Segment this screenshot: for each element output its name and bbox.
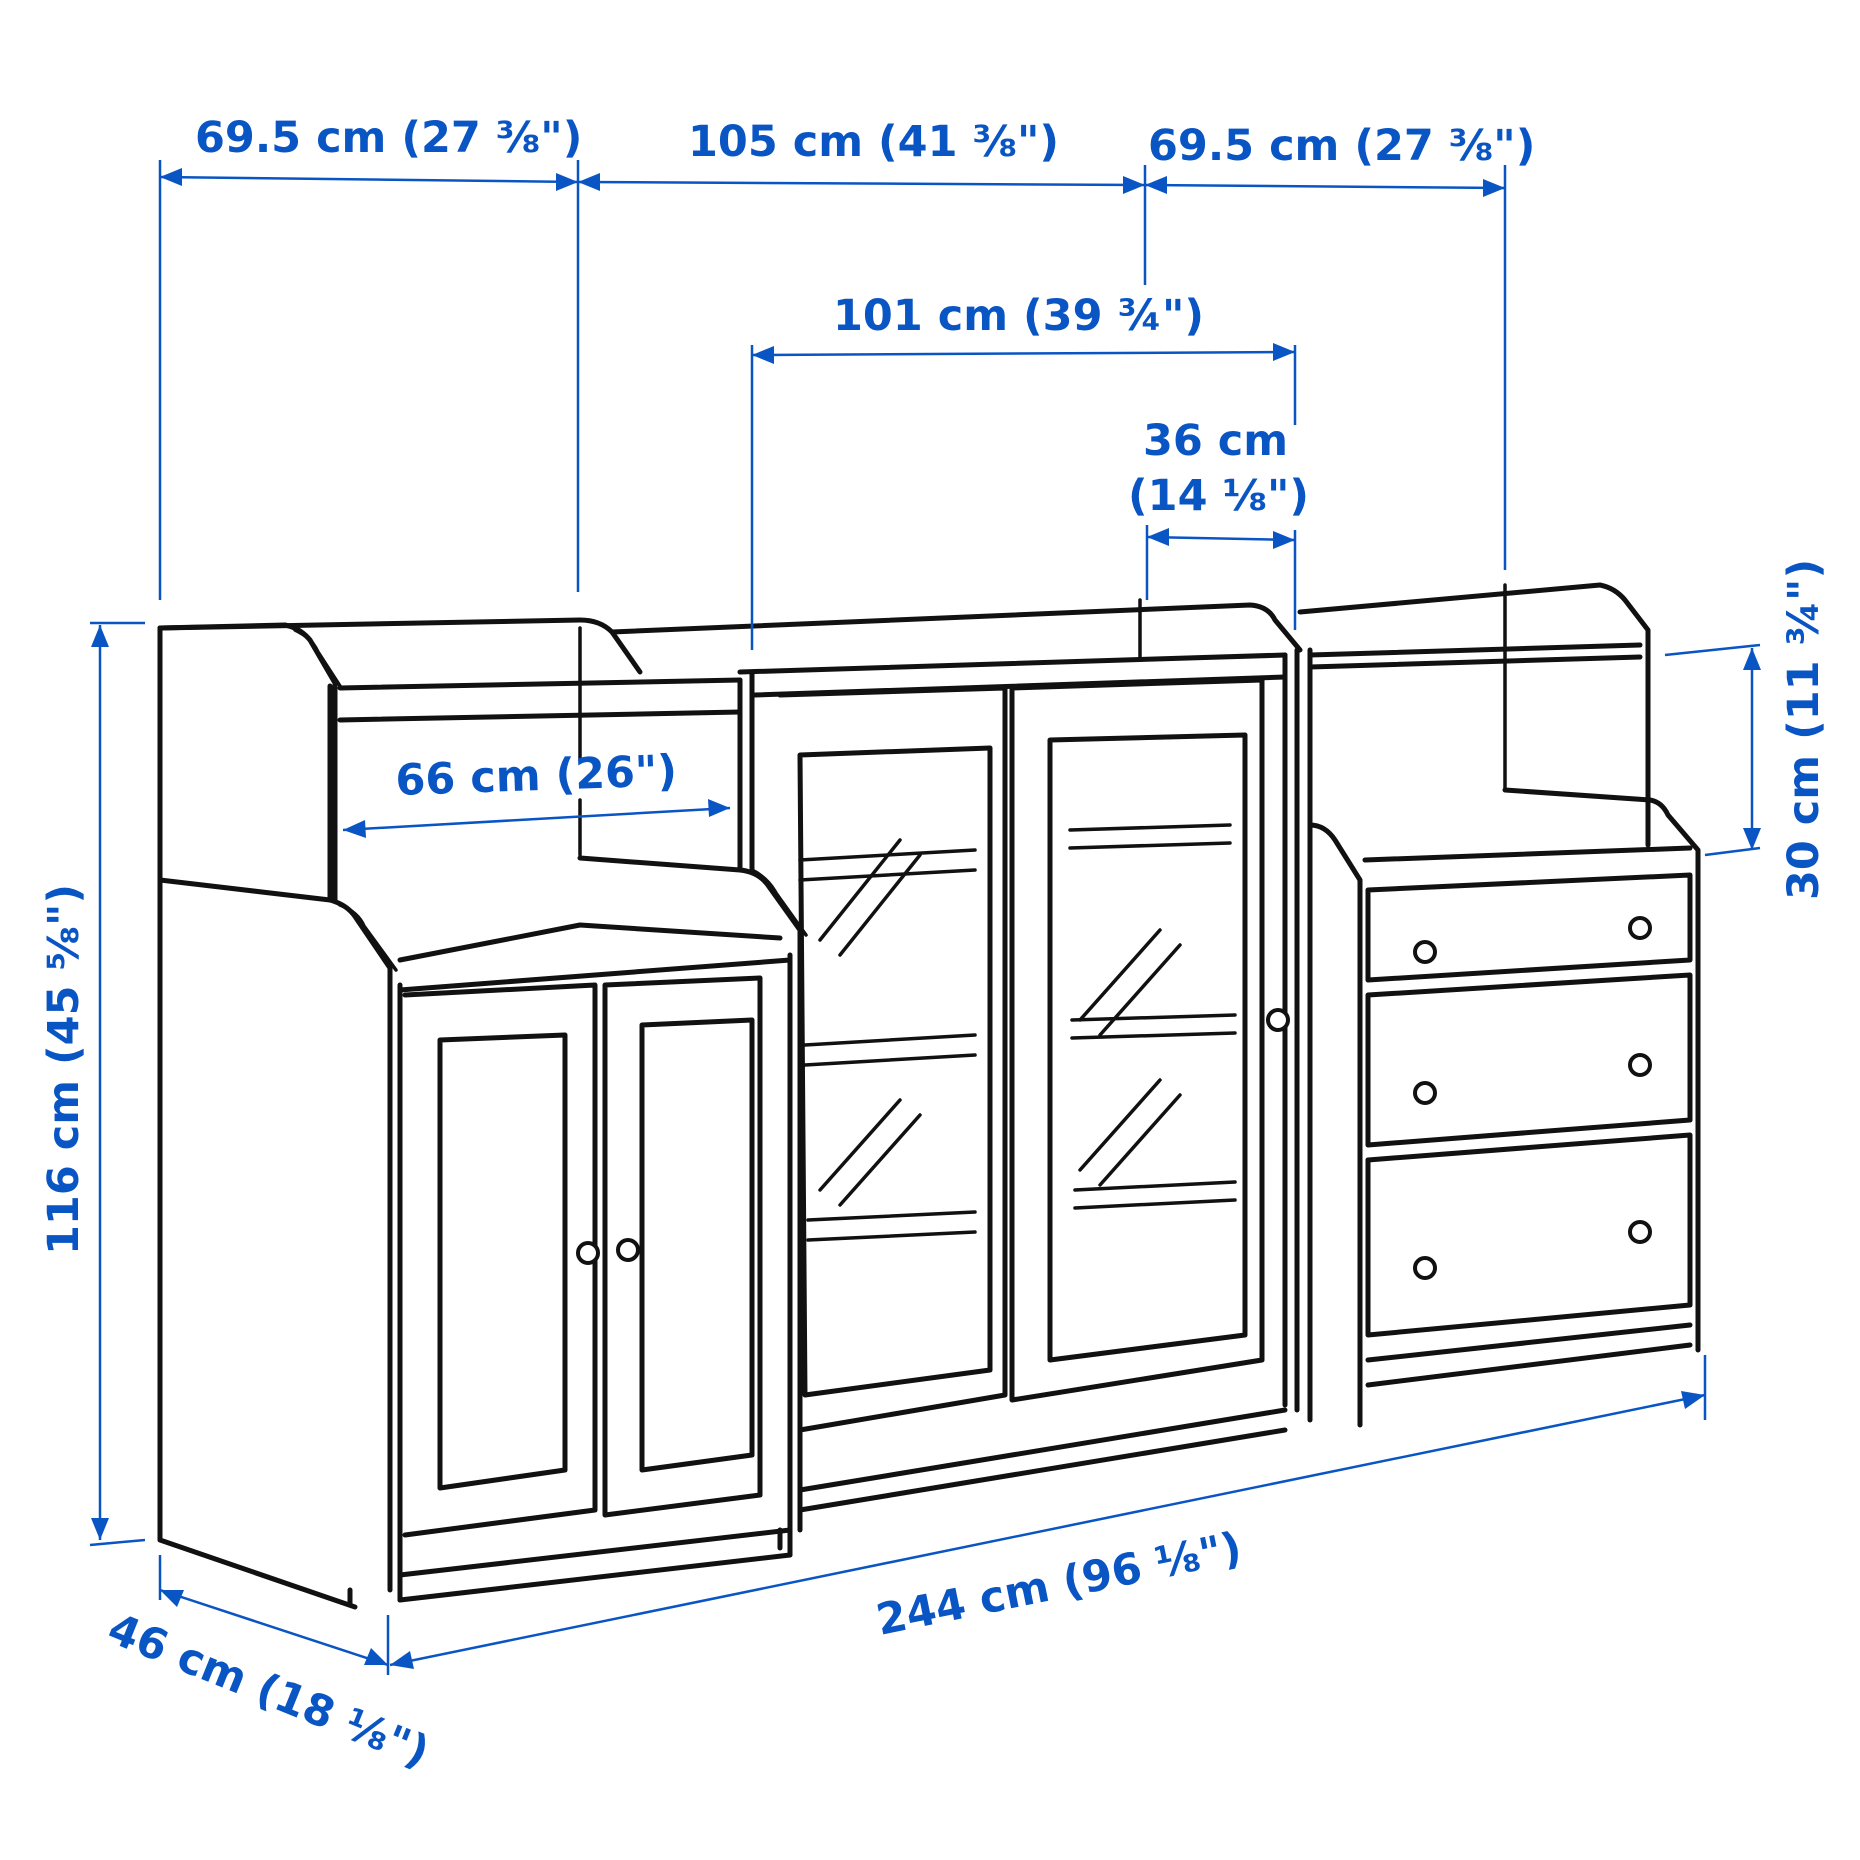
label-center-unit-width: 105 cm (41 ⅜") [688, 117, 1059, 167]
label-shelf-inner-width: 66 cm (26") [395, 746, 678, 806]
label-depth-top-line1: 36 cm [1143, 416, 1288, 466]
label-depth-top-line2: (14 ⅛") [1128, 471, 1309, 521]
dimension-lines [89, 160, 1761, 1675]
label-total-width: 244 cm (96 ⅛") [872, 1523, 1246, 1646]
drawer-knob-icon [1628, 916, 1652, 940]
right-drawer-chest [1297, 582, 1701, 1428]
left-cabinet [157, 617, 808, 1610]
drawer-knob-icon [1413, 1081, 1437, 1105]
drawer-knob-icon [1628, 1053, 1652, 1077]
label-total-depth: 46 cm (18 ⅛") [101, 1604, 436, 1778]
door-knob-icon [1266, 1008, 1290, 1032]
label-left-unit-width: 69.5 cm (27 ⅜") [195, 113, 582, 163]
door-knob-icon [576, 1241, 600, 1265]
drawer-knob-icon [1413, 1256, 1437, 1280]
center-glass-cabinet [609, 598, 1303, 1513]
label-total-height: 116 cm (45 ⅝") [39, 884, 89, 1255]
label-upper-shelf-height: 30 cm (11 ¾") [1779, 559, 1829, 900]
drawer-knob-icon [1413, 940, 1437, 964]
label-center-top-width: 101 cm (39 ¾") [833, 291, 1204, 341]
dimension-labels: 69.5 cm (27 ⅜") 105 cm (41 ⅜") 69.5 cm (… [39, 113, 1829, 1778]
label-right-unit-width: 69.5 cm (27 ⅜") [1148, 121, 1535, 171]
door-knob-icon [616, 1238, 640, 1262]
drawer-knob-icon [1628, 1220, 1652, 1244]
